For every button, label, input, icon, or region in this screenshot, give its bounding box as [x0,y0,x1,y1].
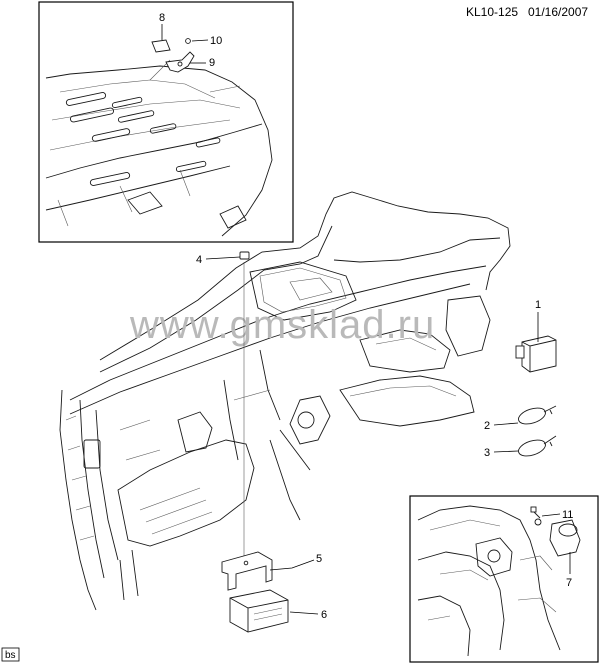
callout-1: 1 [535,299,541,311]
watermark-text: www.gmsklad.ru [129,303,435,347]
part-bracket [221,551,273,591]
callout-2: 2 [484,420,490,432]
callout-11: 11 [562,509,573,521]
callout-8: 8 [159,12,165,24]
pillar-inset [409,495,599,663]
footer-tag-text: bs [5,650,16,661]
callout-7: 7 [566,577,572,589]
part-nut [239,251,250,560]
part-module [515,335,557,373]
callout-6: 6 [321,609,327,621]
floor-inset [38,1,294,243]
diagram-date: 01/16/2007 [528,5,588,19]
part-control-unit [229,589,289,633]
callout-5: 5 [316,553,322,565]
instrument-panel-frame [59,191,511,611]
part-key-upper [518,405,557,425]
callout-3: 3 [484,447,490,459]
diagram-code: KL10-125 [466,5,518,19]
callout-9: 9 [209,57,215,69]
footer-tag: bs [1,647,20,662]
callout-4: 4 [196,254,202,266]
part-key-lower [518,435,557,457]
leader-lines [161,24,571,615]
callout-10: 10 [210,35,222,47]
